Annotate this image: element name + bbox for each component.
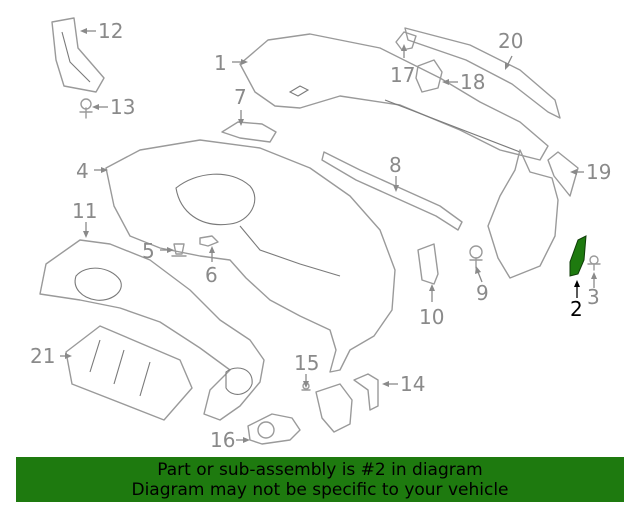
banner-line-2: Diagram may not be specific to your vehi… — [131, 480, 509, 500]
callout-8: 8 — [389, 153, 402, 177]
callout-5: 5 — [142, 239, 155, 263]
banner-line-1: Part or sub-assembly is #2 in diagram — [157, 460, 483, 480]
part-13-clip — [79, 98, 93, 119]
part-3-screw — [587, 255, 601, 271]
part-9-fastener — [469, 245, 483, 269]
callout-19: 19 — [586, 160, 611, 184]
part-2-highlighted — [569, 235, 587, 277]
callout-11: 11 — [72, 199, 97, 223]
callout-21: 21 — [30, 344, 55, 368]
callout-16: 16 — [210, 428, 235, 452]
callout-13: 13 — [110, 95, 135, 119]
part-16-sensor-holder — [247, 413, 301, 445]
parts-diagram: 1 2 3 4 5 6 7 8 9 10 11 12 13 14 15 16 1… — [30, 17, 611, 452]
part-17-bracket — [395, 31, 417, 51]
callout-3: 3 — [587, 285, 600, 309]
part-18-bracket — [415, 59, 443, 93]
part-10-bracket — [417, 243, 439, 285]
part-19-trim — [547, 151, 579, 197]
part-11-skirt — [39, 239, 265, 421]
part-21-grille — [65, 325, 193, 421]
callout-9: 9 — [476, 281, 489, 305]
callout-14: 14 — [400, 372, 425, 396]
part-20-strip — [404, 27, 561, 119]
part-5-clip — [171, 243, 187, 257]
callout-15: 15 — [294, 351, 319, 375]
info-banner: Part or sub-assembly is #2 in diagram Di… — [16, 457, 624, 502]
part-8-strip — [321, 151, 463, 231]
part-12-bracket — [51, 17, 105, 93]
callout-20: 20 — [498, 29, 523, 53]
callout-18: 18 — [460, 70, 485, 94]
callout-1: 1 — [214, 51, 227, 75]
part-4-bumper — [105, 139, 396, 373]
part-7-reflector — [221, 121, 277, 143]
callout-10: 10 — [419, 305, 444, 329]
callout-12: 12 — [98, 19, 123, 43]
callout-6: 6 — [205, 263, 218, 287]
callout-7: 7 — [234, 85, 247, 109]
part-14-bracket — [353, 373, 379, 411]
callout-2: 2 — [570, 297, 583, 321]
part-1-upper-cover — [239, 33, 549, 161]
bracket-near-15 — [315, 383, 353, 433]
callout-17: 17 — [390, 63, 415, 87]
right-side-cover — [487, 149, 559, 279]
callout-4: 4 — [76, 159, 89, 183]
leader-lines — [60, 28, 597, 443]
part-6-nut — [199, 235, 219, 247]
